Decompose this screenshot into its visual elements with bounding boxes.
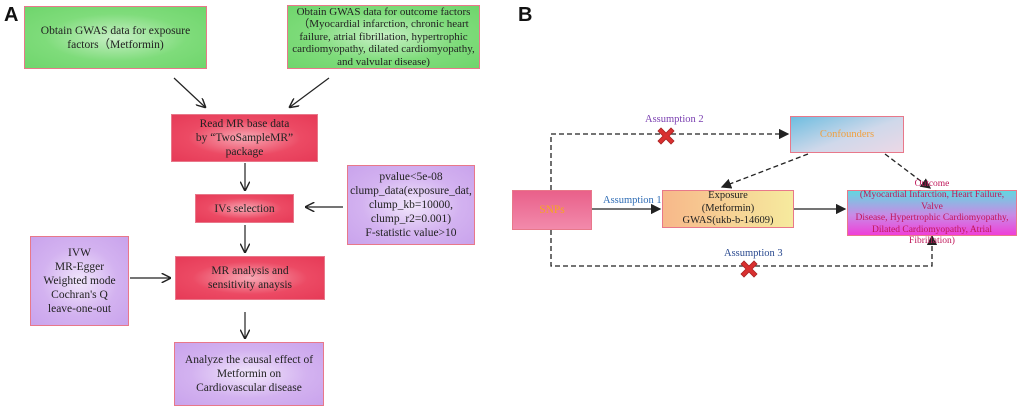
exposure-node: Exposure (Metformin) GWAS(ukb-b-14609) <box>662 190 794 228</box>
methods-box: IVW MR-Egger Weighted mode Cochran's Q l… <box>30 236 129 326</box>
arrow-exposure-to-read <box>173 77 205 107</box>
panel-label-a: A <box>4 4 19 26</box>
assumption-3-label: Assumption 3 <box>724 248 783 259</box>
assumption-2-label: Assumption 2 <box>645 114 704 125</box>
outcome-detail: (Myocardial Infarction, Heart Failure, V… <box>855 190 1009 246</box>
causal-effect-box: Analyze the causal effect of Metformin o… <box>174 342 324 406</box>
read-mr-box: Read MR base data by “TwoSampleMR” packa… <box>171 114 318 162</box>
mr-analysis-box: MR analysis and sensitivity anaysis <box>175 256 325 300</box>
assumption-1-label: Assumption 1 <box>603 195 662 206</box>
outcome-gwas-box: Obtain GWAS data for outcome factors （My… <box>287 5 480 69</box>
path-snps-to-outcome <box>550 230 938 267</box>
assumption-2-violated-cross-icon <box>657 127 675 145</box>
ivs-selection-box: IVs selection <box>195 194 294 223</box>
path-snps-to-confounders <box>550 128 790 190</box>
snps-node: SNPs <box>512 190 592 230</box>
panel-label-b: B <box>518 4 533 26</box>
outcome-title: Outcome <box>914 178 950 189</box>
arrow-confounders-to-outcome <box>884 153 932 189</box>
iv-criteria-box: pvalue<5e-08 clump_data(exposure_dat, cl… <box>347 165 475 245</box>
arrow-outcome-to-read <box>290 77 330 107</box>
exposure-gwas-box: Obtain GWAS data for exposure factors（Me… <box>24 6 207 69</box>
arrow-confounders-to-exposure <box>720 153 809 189</box>
assumption-3-violated-cross-icon <box>740 260 758 278</box>
confounders-node: Confounders <box>790 116 904 153</box>
outcome-node: Outcome (Myocardial Infarction, Heart Fa… <box>847 179 1017 246</box>
